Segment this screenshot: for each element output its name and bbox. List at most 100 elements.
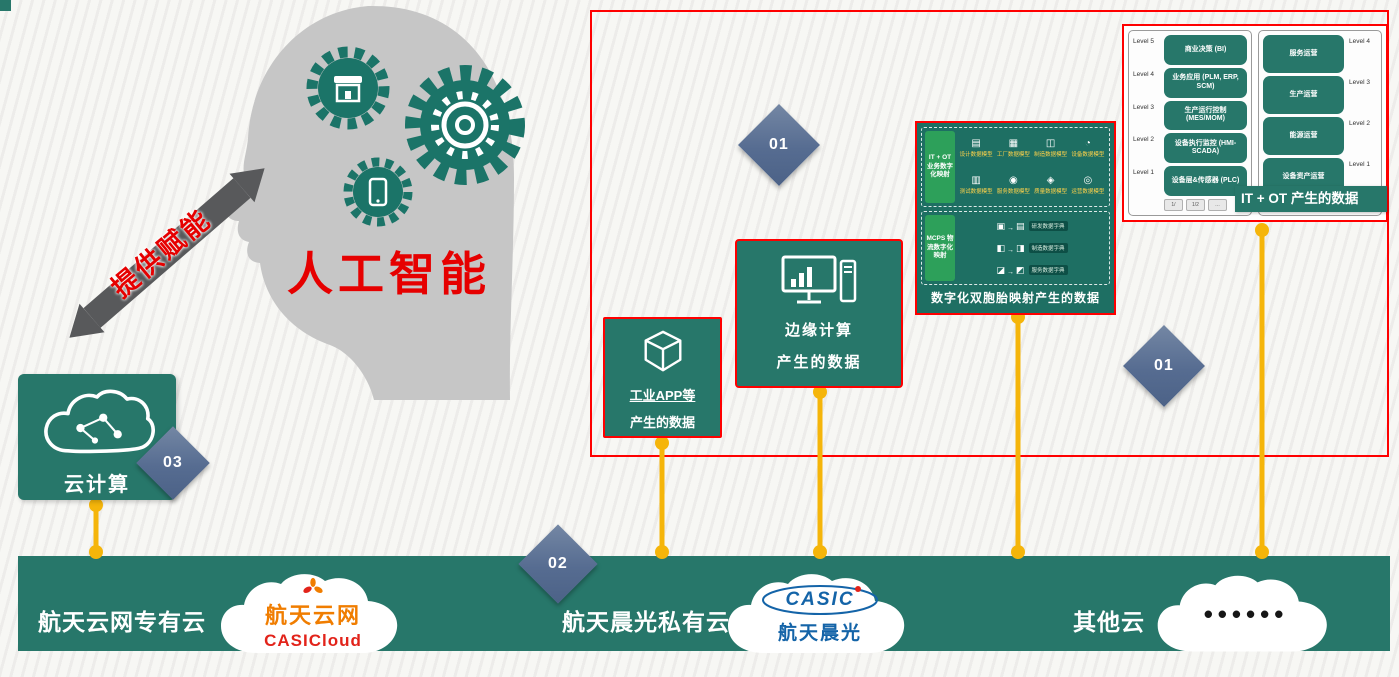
flow-icon [996,266,1005,275]
cloud-computing-box: 云计算 [18,374,176,500]
model-label: 测试数据模型 [959,188,993,195]
flow-icon [996,244,1005,253]
model-icon [971,139,980,149]
model-label: 制造数据模型 [1034,152,1068,159]
flow-icon [1016,266,1025,275]
level-row: Level 4 业务应用 (PLM, ERP, SCM) [1133,67,1247,98]
model-icon [1009,176,1018,186]
level-label: 能源运营 [1263,117,1344,155]
level-label: 业务应用 (PLM, ERP, SCM) [1164,67,1247,98]
flow-arrow-icon [1007,261,1014,279]
casic-logo: CASIC 航天晨光 [720,567,920,661]
device-box: … [1208,198,1227,211]
cloud-computing-label: 云计算 [64,474,130,496]
big-gear-icon [405,65,525,185]
level-number: Level 5 [1133,38,1154,45]
model-icon [1047,176,1055,186]
badge-text: 03 [163,453,183,471]
smartphone-icon [368,177,388,207]
level-number: Level 4 [1349,38,1370,45]
level-number: Level 1 [1133,169,1154,177]
dtwin-itot-section: IT + OT 业务数字化映射 设计数据模型 工厂数据模型 制造数据模型 设备数… [921,127,1110,207]
head-silhouette [226,5,525,400]
chenguang-cloud: CASIC 航天晨光 [720,567,920,661]
flow-icon [1016,222,1025,231]
flow-arrow-icon [1007,217,1014,235]
level-label: 商业决策 (BI) [1164,35,1247,65]
level-number: Level 2 [1349,120,1370,127]
casic-logo-en: CASIC [785,589,855,610]
flow-arrow-icon [1007,239,1014,257]
level-label: 设备层&传感器 (PLC) [1164,166,1247,196]
levels-left-panel: Level 5 商业决策 (BI) Level 4 业务应用 (PLM, ERP, … [1128,30,1252,216]
casic-logo-cn: 航天晨光 [777,623,862,644]
level-number: Level 1 [1349,161,1370,168]
model-icon [971,176,980,186]
app-box-line2: 产生的数据 [629,415,695,430]
casic-ellipse-icon [762,585,878,615]
flow-icon [996,222,1005,231]
dict-label: 服务数据字典 [1028,265,1068,275]
model-label: 设备数据模型 [1071,152,1105,159]
dtwin-caption: 数字化双胞胎映射产生的数据 [930,290,1100,305]
edge-box-line2: 产生的数据 [776,354,862,371]
dtwin-mcps-section: MCPS 物流数字化映射 研发数据字典 制造数据字典 服务数据字典 [921,211,1110,285]
monitor-icon [781,255,857,304]
level-number: Level 3 [1349,79,1370,86]
level-row: 能源运营 Level 2 [1263,117,1377,155]
casicloud-cloud: 航天云网 CASICloud [213,567,413,661]
level-number: Level 2 [1133,136,1154,144]
model-label: 服务数据模型 [996,188,1030,195]
dtwin-itot-side-label: IT + OT 业务数字化映射 [925,131,955,203]
model-label: 设计数据模型 [959,152,993,159]
casicloud-flower-icon [303,577,323,594]
other-cloud-label: 其他云 [1073,609,1145,635]
cube-icon [644,330,681,372]
double-arrow [69,168,265,338]
level-label: 生产运营 [1263,76,1344,114]
chenguang-label: 航天晨光私有云 [562,609,730,635]
casicloud-logo-cn: 航天云网 [264,603,361,628]
level-row: Level 2 设备执行监控 (HMI-SCADA) [1133,133,1247,164]
casicloud-logo: 航天云网 CASICloud [213,567,413,661]
level-row: 生产运营 Level 3 [1263,76,1377,114]
level-row: Level 5 商业决策 (BI) [1133,35,1247,65]
model-icon [1085,139,1091,149]
cloud-shape [1157,575,1327,652]
device-row: 1/ 1/2 … [1164,198,1247,211]
casicloud-label: 航天云网专有云 [38,609,206,635]
model-icon [1009,139,1018,149]
cloud-shape [221,574,398,653]
badge-text: 01 [769,135,789,153]
badge-text: 02 [548,554,568,572]
dtwin-mcps-side-label: MCPS 物流数字化映射 [925,215,955,281]
ai-title: 人工智能 [287,248,491,300]
store-gear-icon [306,46,390,130]
other-cloud-dots: •••••• [1203,598,1289,629]
model-icon [1084,176,1093,186]
model-icon [1046,139,1055,149]
device-box: 1/ [1164,198,1183,211]
flow-icon [1016,244,1025,253]
edge-computing-box: 边缘计算 产生的数据 [735,239,903,388]
dict-label: 研发数据字典 [1028,221,1068,231]
level-number: Level 3 [1133,103,1154,111]
model-label: 工厂数据模型 [996,152,1030,159]
corner-accent [0,0,11,11]
casicloud-logo-en: CASICloud [264,631,362,650]
gear-icon [431,91,499,159]
digital-twin-box: IT + OT 业务数字化映射 设计数据模型 工厂数据模型 制造数据模型 设备数… [915,121,1116,315]
industrial-app-box: 工业APP等 产生的数据 [603,317,722,438]
phone-gear-icon [343,157,413,227]
model-label: 运营数据模型 [1071,188,1105,195]
level-label: 服务运营 [1263,35,1344,73]
it-ot-data-label: IT + OT 产生的数据 [1235,186,1387,212]
cloud-circuit-icon [44,389,155,454]
badge-text: 01 [1154,356,1174,374]
level-number: Level 4 [1133,70,1154,78]
level-label: 设备执行监控 (HMI-SCADA) [1164,133,1247,164]
store-icon [334,76,362,103]
dict-label: 制造数据字典 [1028,243,1068,253]
